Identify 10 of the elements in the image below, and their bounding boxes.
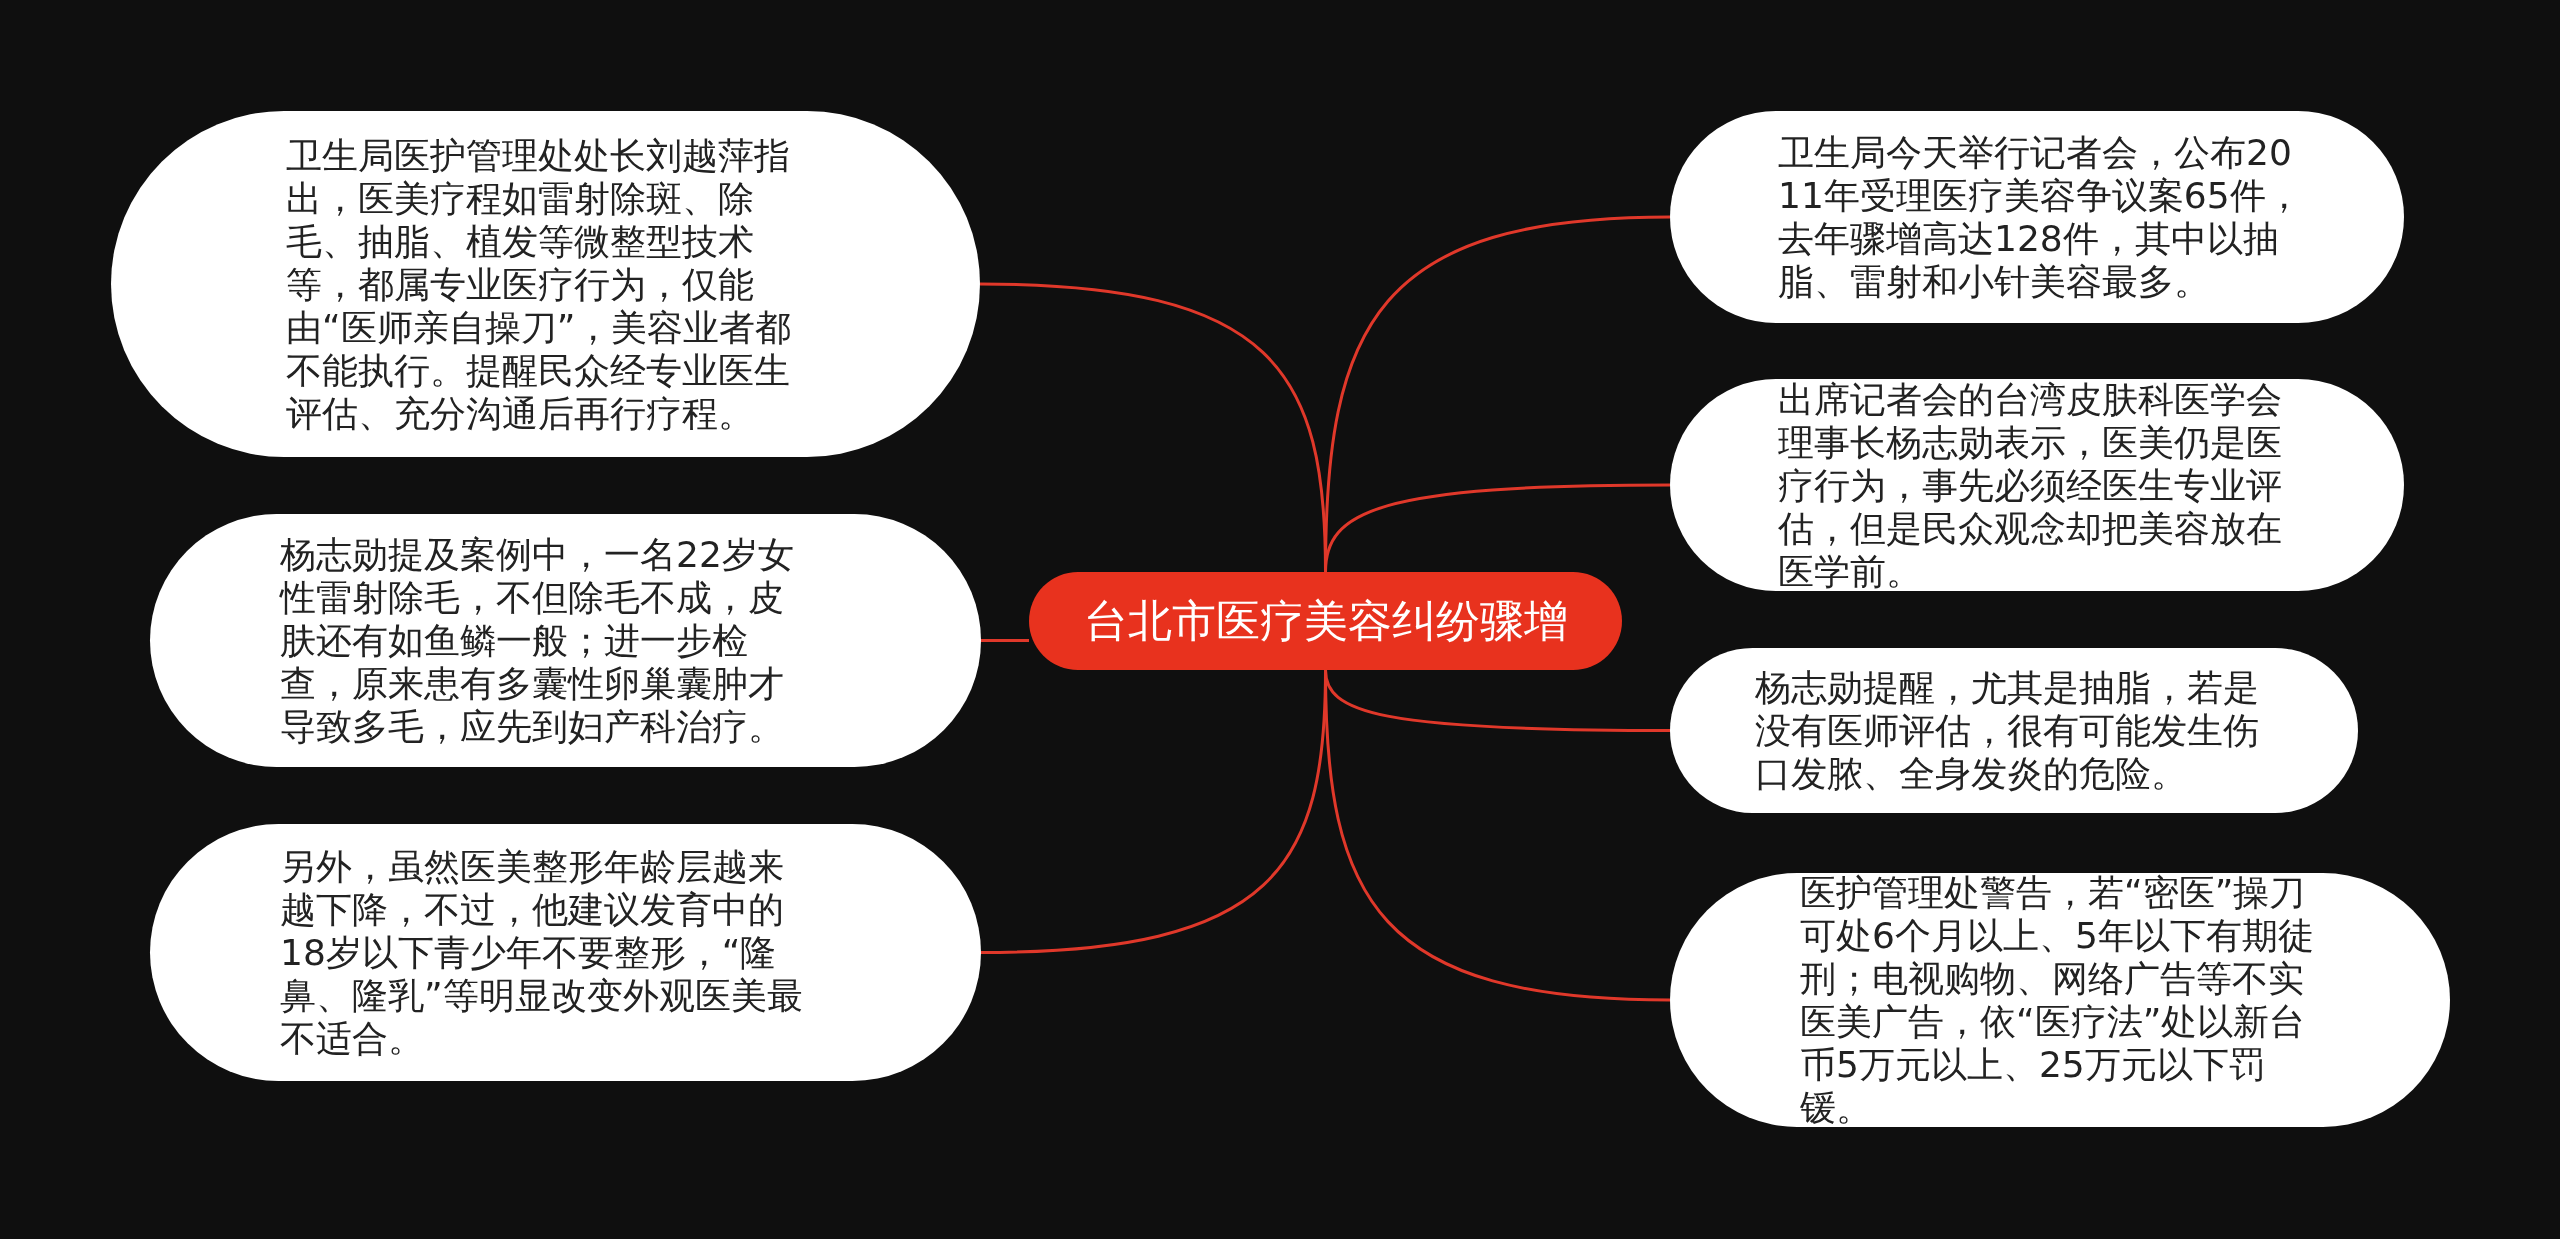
note-text: 另外，虽然医美整形年龄层越来越下降，不过，他建议发育中的18岁以下青少年不要整形，“隆鼻、隆乳”等明显改变外观医美最不适合。 bbox=[280, 845, 804, 1060]
branch-line bbox=[981, 639, 1029, 642]
note-text: 医护管理处警告，若“密医”操刀可处6个月以上、5年以下有期徒刑；电视购物、网络广告等不实医美广告，依“医疗法”处以新台币5万元以上、25万元以下罚锾。 bbox=[1800, 871, 2315, 1129]
topic-text: 台北市医疗美容纠纷骤增 bbox=[1083, 595, 1568, 647]
note-text: 出席记者会的台湾皮肤科医学会理事长杨志勋表示，医美仍是医疗行为，事先必须经医生专业评估，但是民众观念却把美容放在医学前。 bbox=[1778, 377, 2283, 593]
note-text: 杨志勋提醒，尤其是抽脂，若是没有医师评估，很有可能发生伤口发脓、全身发炎的危险。 bbox=[1755, 666, 2260, 795]
note-text: 杨志勋提及案例中，一名22岁女性雷射除毛，不但除毛不成，皮肤还有如鱼鳞一般；进一步检查，原来患有多囊性卵巢囊肿才导致多毛，应先到妇产科治疗。 bbox=[280, 533, 795, 748]
note-text: 卫生局今天举行记者会，公布2011年受理医疗美容争议案65件，去年骤增高达128件，其中以抽脂、雷射和小针美容最多。 bbox=[1778, 131, 2302, 303]
branch-line bbox=[1324, 483, 1670, 573]
note-text: 卫生局医护管理处处长刘越萍指出，医美疗程如雷射除斑、除毛、抽脂、植发等微整型技术等，都属专业医疗行为，仅能由“医师亲自操刀”，美容业者都不能执行。提醒民众经专业医生评估、充分沟通后再行疗程。 bbox=[286, 133, 793, 435]
